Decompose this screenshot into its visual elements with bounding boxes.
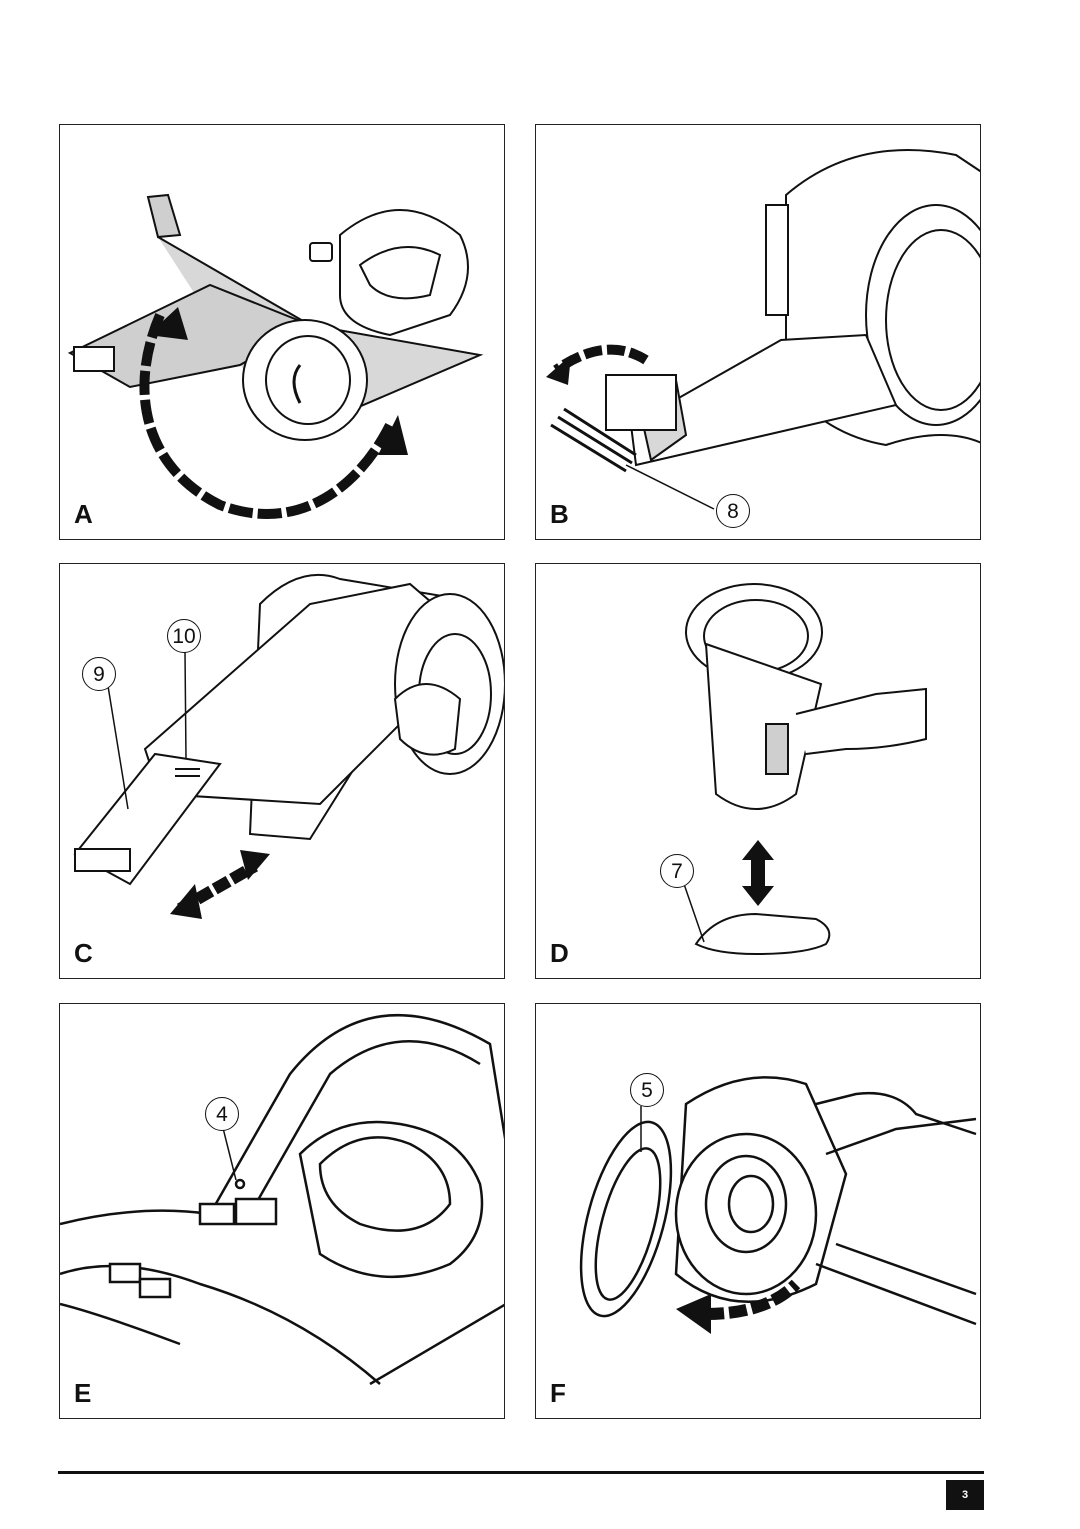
figure-panel-f: F 5: [535, 1003, 981, 1419]
figure-panel-e: E 4: [59, 1003, 505, 1419]
figure-panel-c: C 10 9: [59, 563, 505, 979]
panel-label: A: [74, 499, 93, 529]
callout-8: 8: [716, 494, 750, 528]
illustration-d: [683, 583, 927, 956]
panel-label: B: [550, 499, 569, 529]
panel-label: D: [550, 938, 569, 968]
panel-label: E: [74, 1378, 92, 1408]
callout-4: 4: [205, 1097, 239, 1131]
callout-10: 10: [167, 619, 201, 653]
illustration-a: [67, 193, 484, 519]
panel-label: C: [74, 938, 93, 968]
panel-label: F: [550, 1378, 566, 1408]
figure-panel-d: D 7: [535, 563, 981, 979]
figure-panel-a: A: [59, 124, 505, 540]
illustration-e: [60, 1014, 504, 1386]
footer-rule: [58, 1471, 984, 1474]
illustration-c: [73, 573, 504, 919]
page-number: 3: [946, 1480, 984, 1510]
figure-panel-b: B 8: [535, 124, 981, 540]
callout-7: 7: [660, 854, 694, 888]
callout-9: 9: [82, 657, 116, 691]
callout-5: 5: [630, 1073, 664, 1107]
illustration-f: [579, 1076, 977, 1334]
illustration-b: [546, 149, 980, 510]
